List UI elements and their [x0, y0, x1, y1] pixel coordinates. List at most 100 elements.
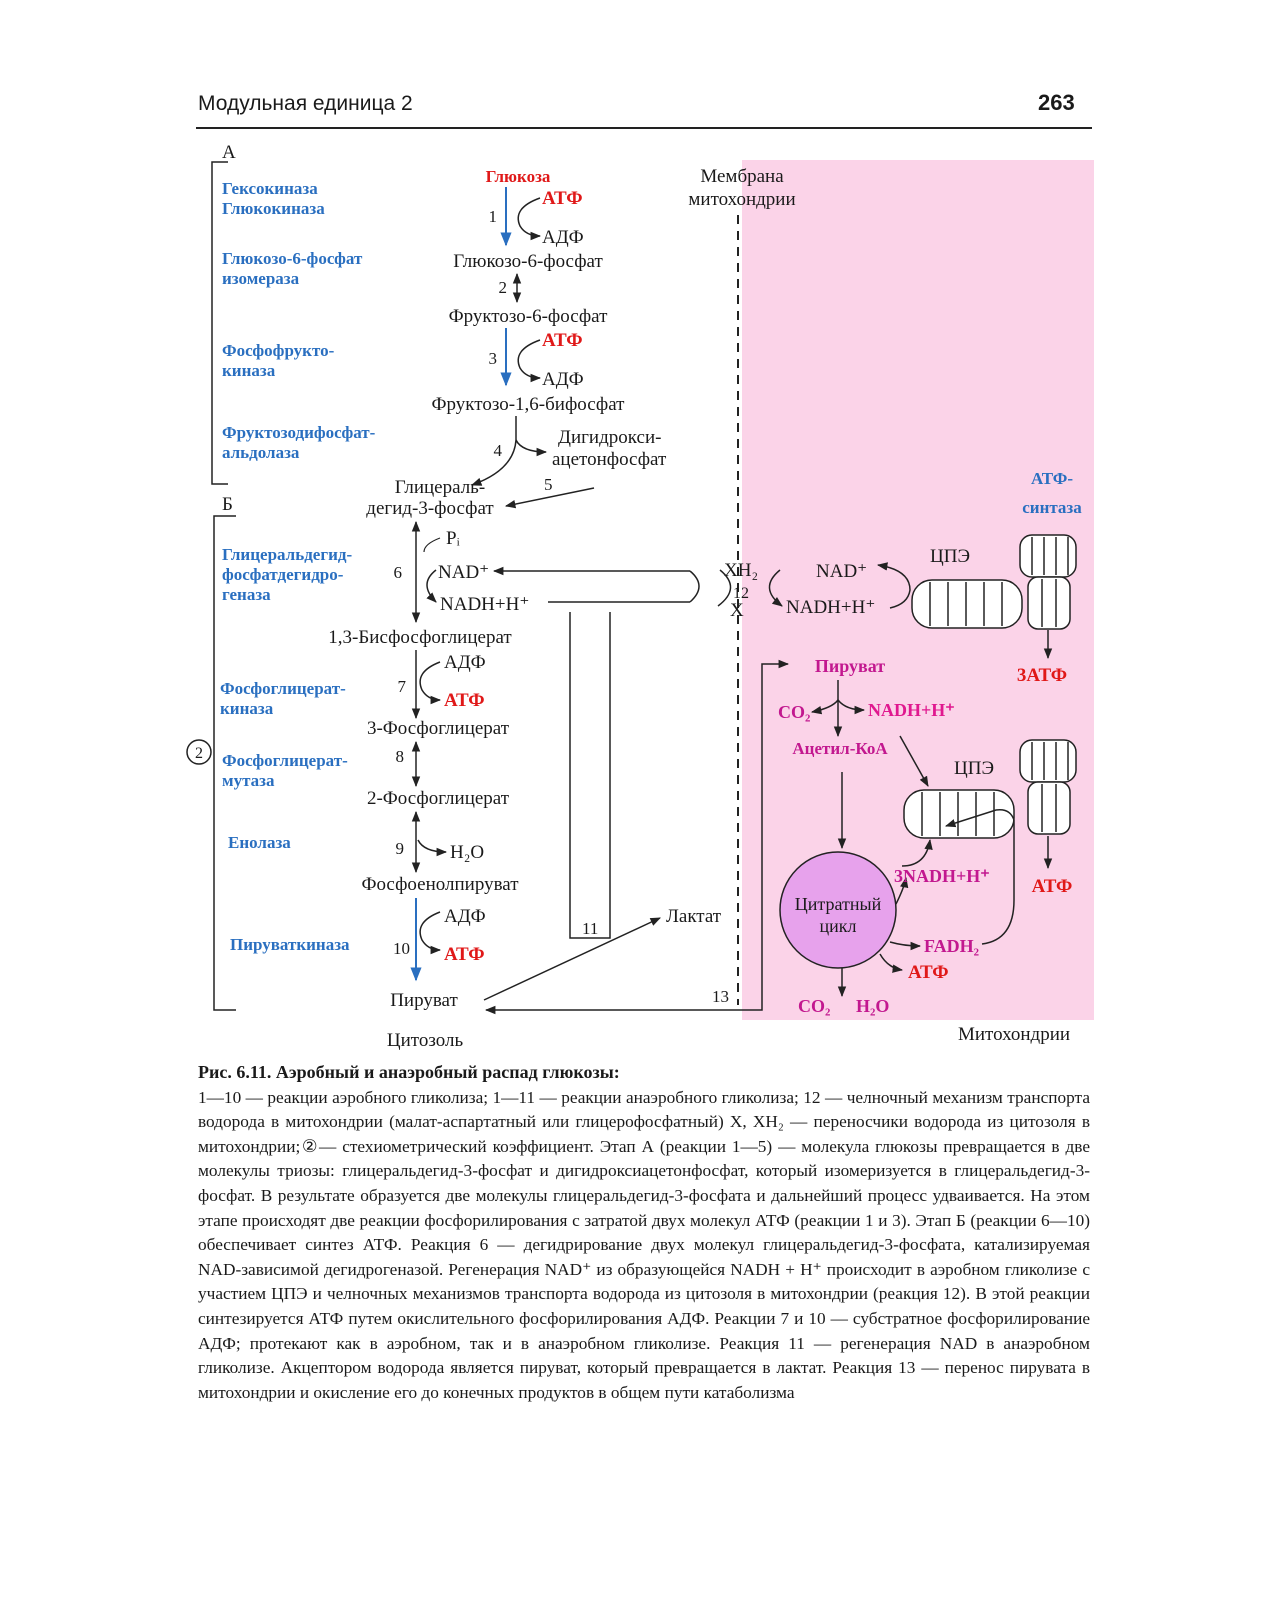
stage-b-bracket — [213, 515, 236, 1011]
cycle-fadh2-arrow — [889, 941, 922, 951]
enzyme-g6p-isomerase-2: изомераза — [222, 269, 300, 288]
etc-complex-1 — [911, 579, 1023, 629]
reaction-10-atp: АТФ — [444, 944, 485, 965]
stoich-label: 2 — [195, 745, 203, 762]
reaction-12-number: 12 — [733, 585, 749, 602]
stoich-circle — [186, 739, 212, 765]
reaction-7-cofactor-arc — [419, 661, 442, 705]
mito-h2o-end: H₂O — [856, 996, 889, 1016]
header-rule — [196, 127, 1092, 129]
reaction-3-adp: АДФ — [542, 369, 584, 390]
fadh2-to-etc — [944, 808, 1015, 945]
glycolysis-diagram: Мембрана митохондрии А Б 2 Гексокиназа Г… — [186, 142, 1094, 1051]
reaction-9-water-arc — [417, 839, 448, 857]
reaction-13-arrow — [484, 659, 790, 1015]
enzyme-pgk-1: Фосфоглицерат- — [220, 679, 346, 698]
atp-synthase-1 — [1019, 534, 1077, 630]
reaction-4-arrow-left — [471, 439, 517, 486]
mito-three-nadh: 3NADH+H⁺ — [894, 866, 990, 886]
caption-title: Рис. 6.11. Аэробный и анаэробный распад … — [198, 1062, 620, 1082]
mito-nad-arc — [876, 562, 911, 609]
shuttle-arc-right — [768, 569, 783, 607]
mito-pyruvate: Пируват — [815, 656, 885, 676]
dhap-label-1: Дигидрокси- — [558, 427, 661, 448]
mito-atp-out: АТФ — [1032, 876, 1073, 897]
reaction-6-pi-arc — [423, 537, 441, 553]
f16bp-label: Фруктозо-1,6-бифосфат — [432, 394, 626, 415]
citrate-label-2: цикл — [820, 916, 857, 936]
reaction-7-atp: АТФ — [444, 690, 485, 711]
reaction-6-nad-arc — [426, 569, 437, 603]
reaction-11-number: 11 — [582, 919, 598, 938]
reaction-13-number: 13 — [712, 987, 729, 1006]
atp-synthase-label-2: синтаза — [1022, 498, 1082, 517]
cycle-atp-arrow — [879, 953, 904, 973]
reaction-3-number: 3 — [489, 349, 498, 368]
stage-b-label: Б — [222, 494, 233, 515]
reaction-9-number: 9 — [396, 839, 405, 858]
reaction-7-number: 7 — [398, 677, 407, 696]
atp-synthase-label-1: АТФ- — [1031, 469, 1073, 488]
reaction-2-number: 2 — [499, 278, 508, 297]
g6p-label: Глюкозо-6-фосфат — [453, 251, 603, 272]
dhap-label-2: ацетонфосфат — [552, 449, 667, 470]
three-nadh-to-etc — [901, 838, 933, 867]
caption-body: 1—10 — реакции аэробного гликолиза; 1—11… — [198, 1087, 1090, 1402]
acetyl-coa: Ацетил-КоА — [792, 739, 888, 758]
reaction-1-number: 1 — [489, 207, 498, 226]
reaction-6-number: 6 — [394, 563, 403, 582]
enzyme-pgm-2: мутаза — [222, 771, 275, 790]
cycle-nadh-arrow — [895, 876, 909, 905]
gap-label-2: дегид-3-фосфат — [366, 498, 494, 519]
reaction-10-adp: АДФ — [444, 906, 486, 927]
mitochondria-label: Митохондрии — [958, 1024, 1070, 1045]
reaction-1-adp: АДФ — [542, 227, 584, 248]
citrate-cycle — [779, 851, 897, 969]
enzyme-pgm-1: Фосфоглицерат- — [222, 751, 348, 770]
enzyme-gapdh-3: геназа — [222, 585, 271, 604]
etc-label-1: ЦПЭ — [930, 546, 970, 567]
page-number: 263 — [1038, 90, 1075, 115]
enzyme-g6p-isomerase-1: Глюкозо-6-фосфат — [222, 249, 363, 268]
etc-label-2: ЦПЭ — [954, 758, 994, 779]
pdh-nadh-arc — [837, 699, 866, 715]
reaction-1-cofactor-arc — [517, 197, 542, 241]
citrate-label-1: Цитратный — [795, 894, 882, 914]
mito-co2-end: CO₂ — [798, 996, 830, 1016]
shuttle-xh2: XH₂ — [724, 560, 758, 581]
reaction-5-number: 5 — [544, 475, 553, 494]
shuttle-x: X — [730, 600, 744, 621]
mito-fadh2: FADH₂ — [924, 936, 979, 956]
reaction-5-arrow — [504, 487, 595, 509]
glucose-label: Глюкоза — [486, 167, 551, 186]
mito-nadh-red: NADH+H⁺ — [868, 700, 955, 720]
reaction-1-atp: АТФ — [542, 188, 583, 209]
reaction-11-arrow — [483, 917, 661, 1001]
pg2-label: 2-Фосфоглицерат — [367, 788, 510, 809]
mito-nadh: NADH+H⁺ — [786, 597, 875, 618]
reaction-10-cofactor-arc — [419, 911, 442, 955]
stage-a-label: А — [222, 142, 236, 163]
membrane-label-2: митохондрии — [688, 189, 795, 210]
gap-label-1: Глицераль- — [395, 477, 485, 498]
enzyme-gapdh-2: фосфатдегидро- — [222, 565, 344, 584]
shuttle-arc-left — [717, 569, 732, 607]
etc-complex-2 — [903, 789, 1015, 839]
mito-atp-cycle: АТФ — [908, 962, 949, 983]
reaction-6-pi: Pᵢ — [446, 528, 460, 549]
pg3-label: 3-Фосфоглицерат — [367, 718, 510, 739]
running-header: Модульная единица 2 — [198, 92, 413, 115]
pyruvate-label: Пируват — [390, 990, 458, 1011]
three-atp-label: 3АТФ — [1017, 665, 1067, 686]
pdh-co2-arc — [810, 699, 839, 715]
pep-label: Фосфоенолпируват — [361, 874, 519, 895]
reaction-3-cofactor-arc — [517, 339, 542, 383]
reaction-6-nadh: NADH+H⁺ — [440, 594, 529, 615]
reaction-4-number: 4 — [494, 441, 503, 460]
enzyme-gapdh-1: Глицеральдегид- — [222, 545, 352, 564]
cytosol-label: Цитозоль — [387, 1030, 464, 1051]
reaction-11-pipe — [569, 612, 611, 939]
reaction-6-nad: NAD⁺ — [438, 562, 489, 583]
enzyme-enolase: Енолаза — [228, 833, 291, 852]
enzyme-pyruvate-kinase: Пируваткиназа — [230, 935, 350, 954]
